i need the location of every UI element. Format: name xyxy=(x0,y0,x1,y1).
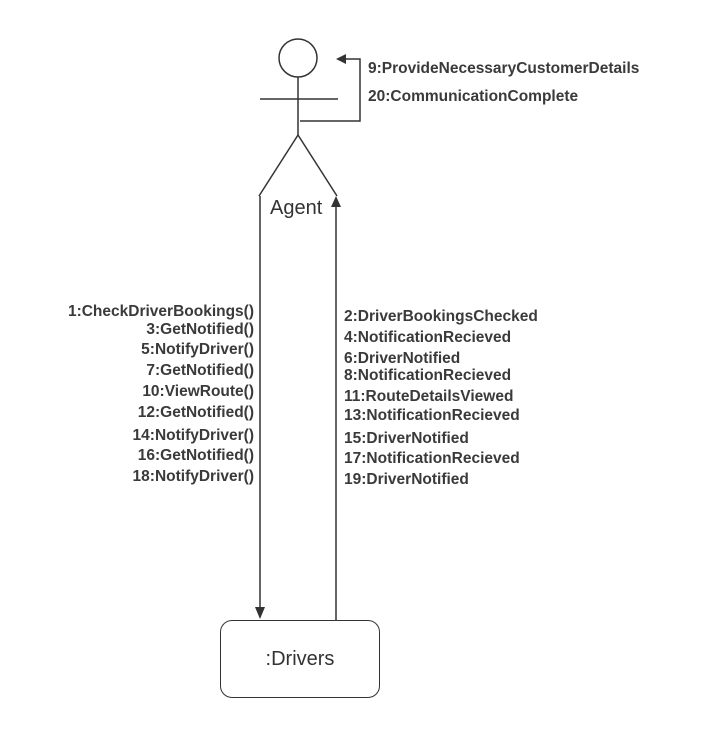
message-label: 12:GetNotified() xyxy=(137,404,254,421)
arrow-drivers-to-agent xyxy=(331,196,341,620)
message-label: 17:NotificationRecieved xyxy=(344,450,520,467)
message-label: 7:GetNotified() xyxy=(146,362,254,379)
message-label: 15:DriverNotified xyxy=(344,430,469,447)
arrow-agent-to-drivers xyxy=(255,196,265,619)
actor-right-leg xyxy=(297,134,338,197)
object-label: :Drivers xyxy=(265,647,335,670)
actor-label: Agent xyxy=(270,197,323,219)
actor-head xyxy=(278,38,318,78)
message-label: 16:GetNotified() xyxy=(137,447,254,464)
self-message-arrow xyxy=(300,54,361,122)
message-label: 2:DriverBookingsChecked xyxy=(344,308,538,325)
drivers-object-box: :Drivers xyxy=(220,620,380,698)
message-label: 18:NotifyDriver() xyxy=(132,468,254,485)
message-label: 1:CheckDriverBookings() xyxy=(67,303,254,320)
self-message-label: 9:ProvideNecessaryCustomerDetails xyxy=(368,60,640,77)
message-label: 4:NotificationRecieved xyxy=(344,329,512,346)
message-label: 19:DriverNotified xyxy=(344,471,469,488)
message-label: 14:NotifyDriver() xyxy=(132,427,254,444)
self-message-label: 20:CommunicationComplete xyxy=(368,88,579,105)
message-label: 13:NotificationRecieved xyxy=(344,407,520,424)
actor-stick-figure xyxy=(258,38,338,197)
message-label: 5:NotifyDriver() xyxy=(141,341,254,358)
message-label: 10:ViewRoute() xyxy=(142,383,254,400)
message-label: 6:DriverNotified xyxy=(344,350,461,367)
message-label: 3:GetNotified() xyxy=(146,321,254,338)
message-label: 11:RouteDetailsViewed xyxy=(344,388,514,405)
message-label: 8:NotificationRecieved xyxy=(344,367,512,384)
actor-left-leg xyxy=(258,134,299,197)
